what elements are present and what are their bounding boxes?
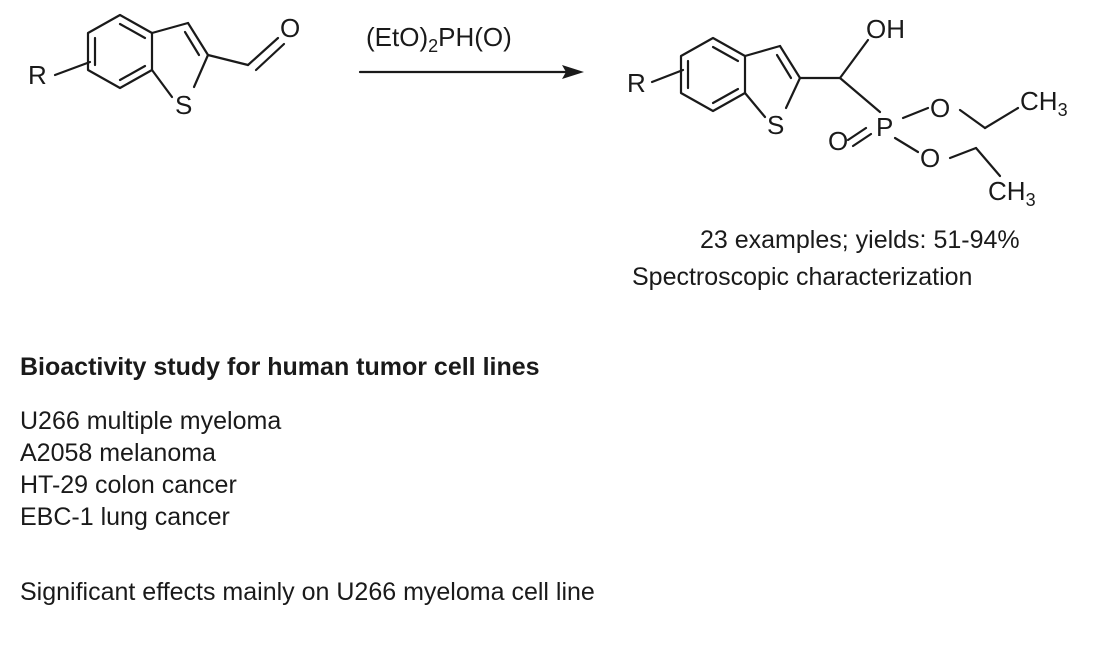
product-ester-oxygen-label: O bbox=[930, 93, 950, 123]
product-ester-oxygen-label: O bbox=[920, 143, 940, 173]
product-thiophene-bond bbox=[743, 91, 767, 119]
reactant-sulfur-label: S bbox=[175, 90, 192, 120]
reactant-thiophene-bond bbox=[150, 21, 190, 35]
reactant-r-label: R bbox=[28, 60, 47, 90]
product-benzene-ring bbox=[679, 36, 747, 113]
product-thiophene-bond bbox=[743, 44, 782, 58]
reactant-thiophene-bond bbox=[192, 53, 210, 89]
reactant-r-bond bbox=[53, 60, 92, 77]
conclusion-text: Significant effects mainly on U266 myelo… bbox=[20, 578, 595, 606]
reactant-oxygen-label: O bbox=[280, 13, 300, 43]
characterization-note: Spectroscopic characterization bbox=[632, 263, 973, 291]
product-po-bond bbox=[901, 106, 930, 120]
reaction-arrow-head bbox=[562, 65, 584, 79]
product-po-double-bond bbox=[846, 126, 868, 142]
product-hydroxyl-label: OH bbox=[866, 14, 905, 44]
cell-line-list: U266 multiple myeloma A2058 melanoma HT-… bbox=[20, 405, 281, 533]
product-r-label: R bbox=[627, 68, 646, 98]
product-r-bond bbox=[650, 68, 685, 84]
cell-line-item: U266 multiple myeloma bbox=[20, 407, 282, 435]
product-po-bond bbox=[893, 136, 920, 154]
reagent-label: (EtO)2PH(O) bbox=[366, 22, 512, 56]
product-aromatic-bond bbox=[711, 87, 740, 105]
product-phosphorus-label: P bbox=[876, 112, 893, 142]
product-po-double-bond bbox=[851, 132, 873, 148]
product-oxo-label: O bbox=[828, 126, 848, 156]
reactant-thiophene-bond bbox=[186, 21, 210, 57]
product-structure: R S OH P O O O CH3 CH3 bbox=[627, 14, 1068, 210]
product-sulfur-label: S bbox=[767, 110, 784, 140]
reactant-thiophene-double-bond bbox=[183, 30, 201, 57]
product-ethyl-bond bbox=[974, 146, 1002, 178]
cell-line-item: EBC-1 lung cancer bbox=[20, 503, 230, 531]
cell-line-item: A2058 melanoma bbox=[20, 439, 216, 467]
reactant-carbonyl-double-bond bbox=[254, 42, 286, 72]
product-hydroxyl-bond bbox=[838, 38, 870, 80]
reactant-carbonyl-bond bbox=[246, 36, 280, 67]
product-ethyl-bond bbox=[983, 106, 1020, 130]
reactant-aldehyde-bond bbox=[206, 53, 250, 67]
reaction-arrow-group: (EtO)2PH(O) bbox=[358, 22, 584, 79]
product-methyl-label: CH3 bbox=[1020, 86, 1068, 120]
product-aromatic-bond bbox=[711, 45, 740, 63]
product-thiophene-bond bbox=[784, 76, 802, 110]
reactant-aromatic-bond bbox=[118, 22, 147, 40]
reactant-aromatic-bond bbox=[118, 64, 147, 82]
reactant-structure: R S O bbox=[28, 13, 300, 120]
product-phosphorus-bond bbox=[838, 76, 882, 114]
cell-line-item: HT-29 colon cancer bbox=[20, 471, 237, 499]
examples-yield-note: 23 examples; yields: 51-94% bbox=[700, 226, 1020, 254]
reaction-scheme: R S O (EtO)2PH(O) bbox=[28, 13, 1068, 210]
reactant-benzene-ring bbox=[86, 13, 154, 90]
product-methyl-label: CH3 bbox=[988, 176, 1036, 210]
product-thiophene-bond bbox=[778, 44, 802, 80]
product-ethyl-bond bbox=[958, 108, 987, 130]
product-ethyl-bond bbox=[948, 146, 978, 160]
product-thiophene-double-bond bbox=[775, 53, 793, 80]
reactant-thiophene-bond bbox=[150, 68, 174, 99]
bioactivity-title: Bioactivity study for human tumor cell l… bbox=[20, 353, 540, 381]
